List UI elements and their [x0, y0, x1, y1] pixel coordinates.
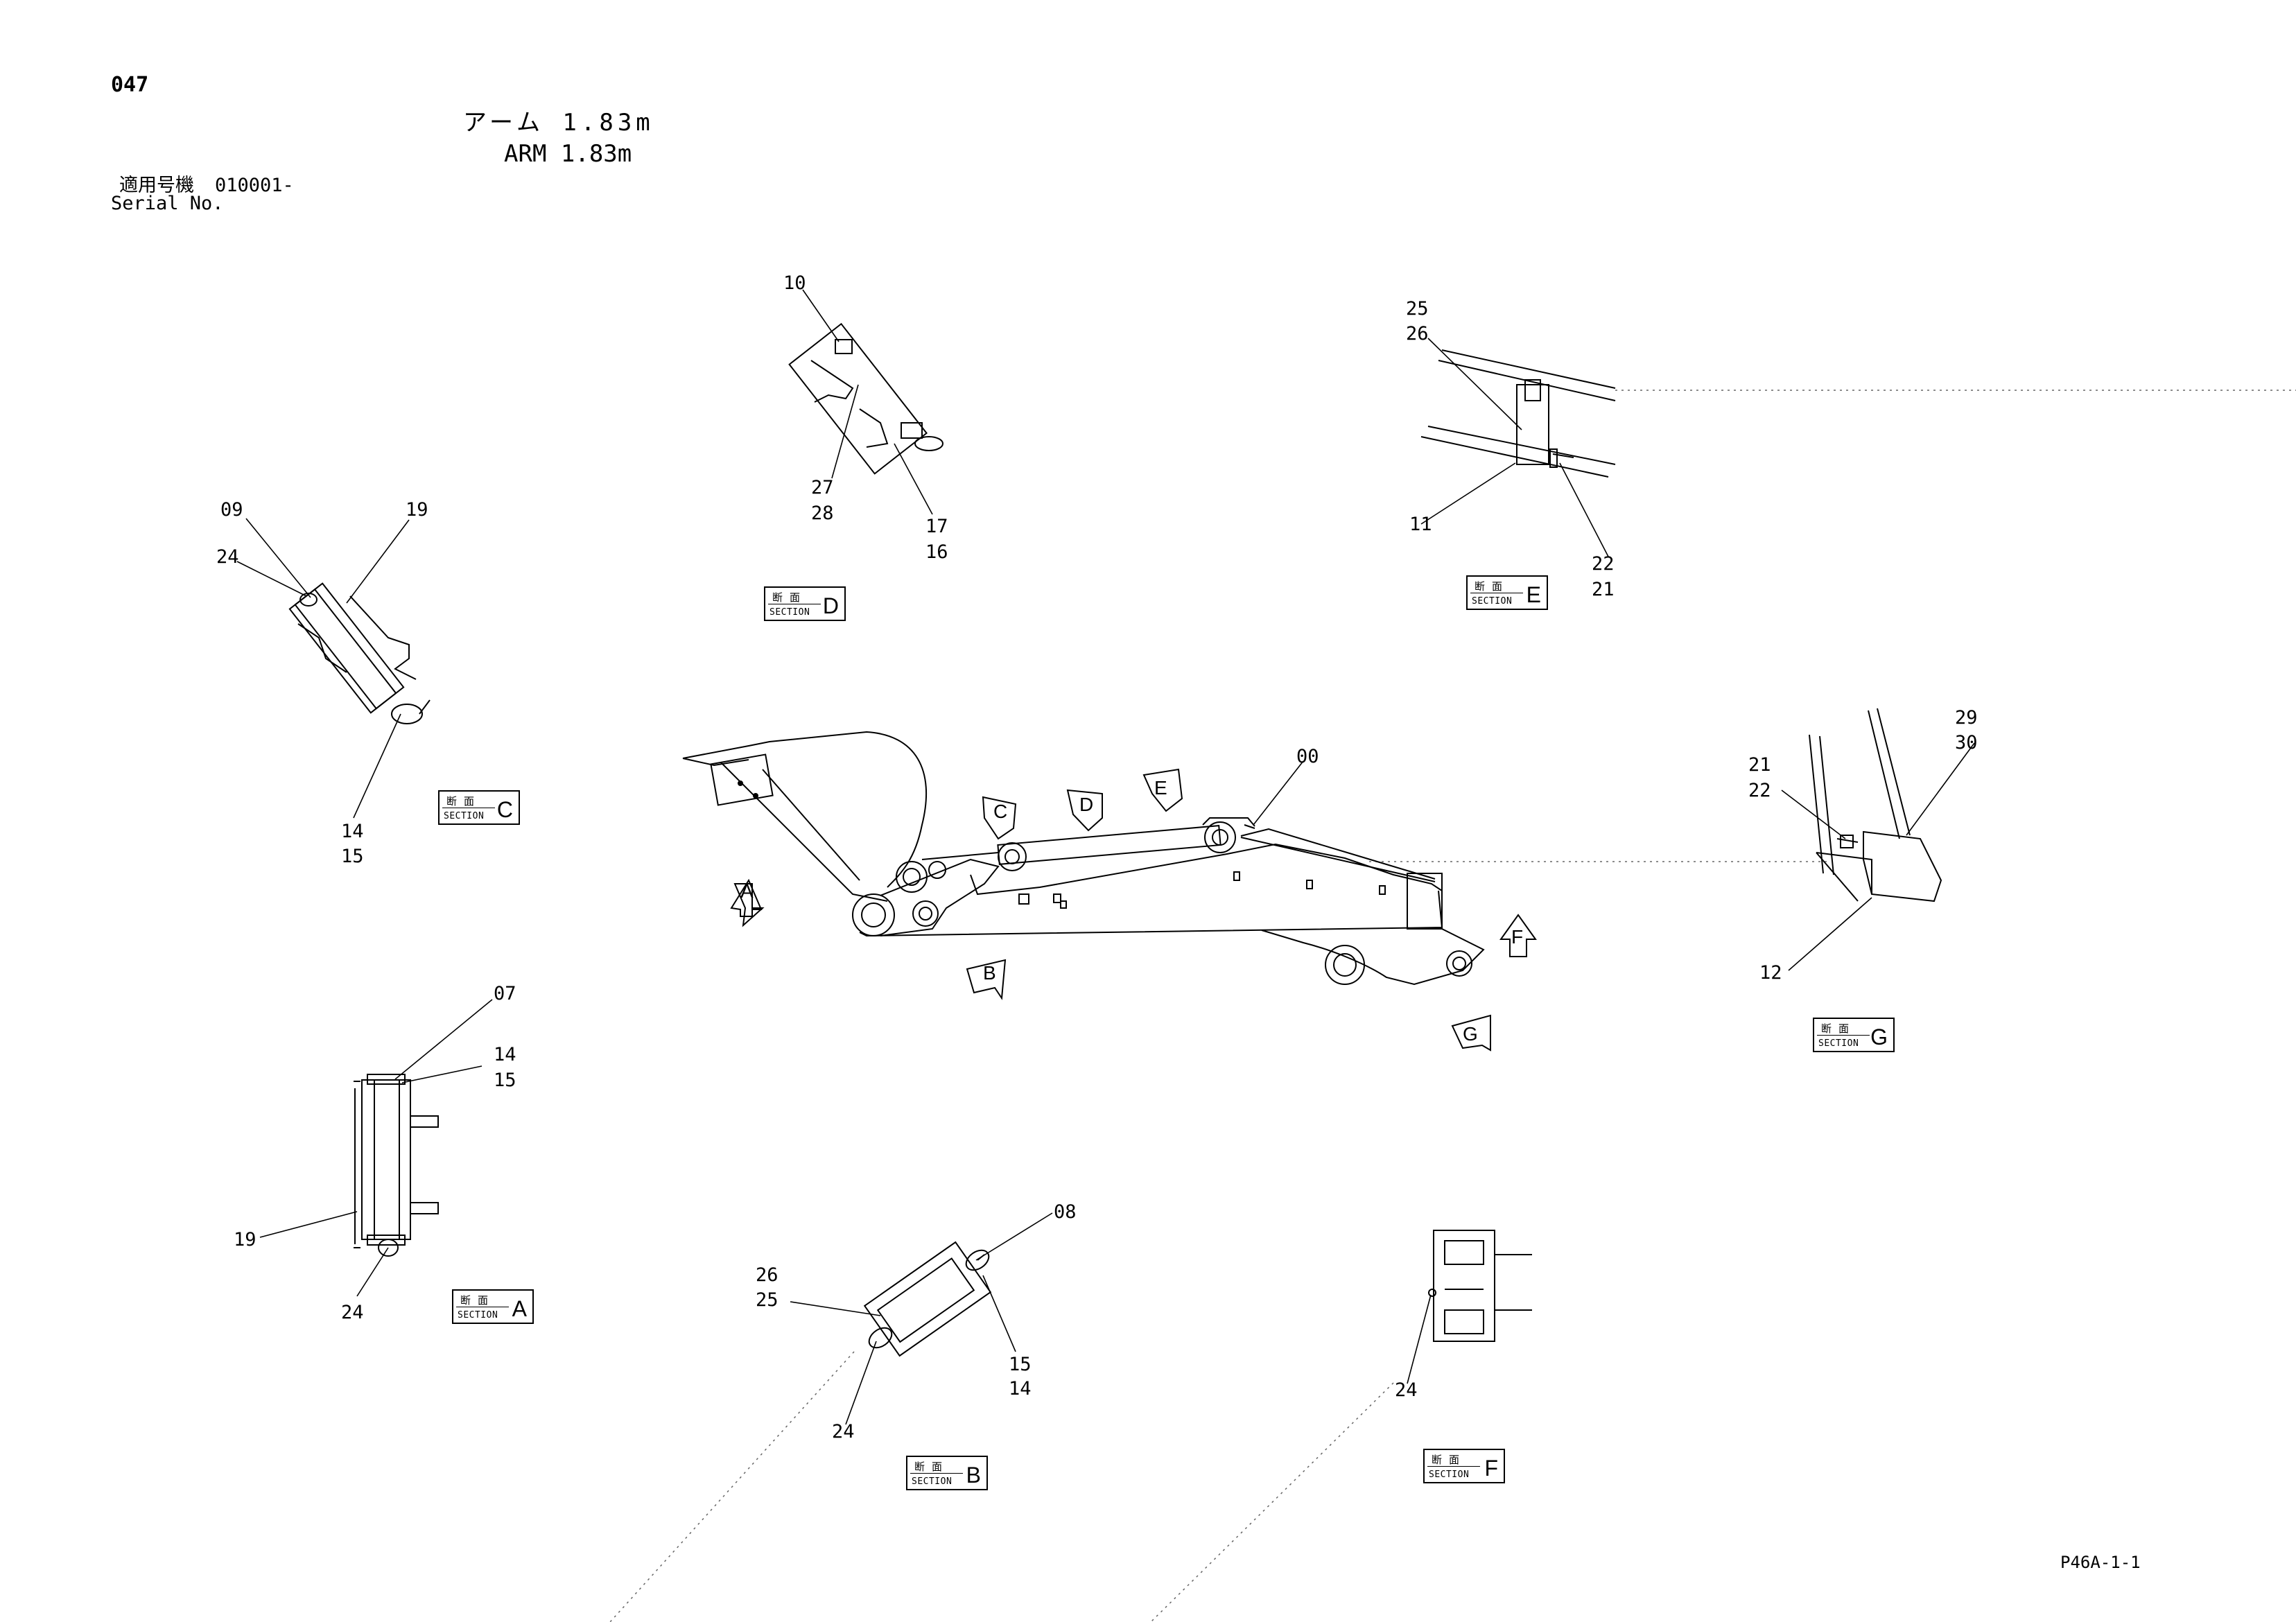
page-number: 047 — [111, 73, 149, 97]
section-label-e: 断面 SECTION E — [1466, 575, 1548, 610]
part-callout: 21 — [1592, 579, 1615, 600]
serial-label-english: Serial No. — [111, 193, 224, 214]
view-arrow-b — [966, 959, 1007, 1000]
view-arrow-letter-e: E — [1154, 777, 1167, 799]
part-callout: 11 — [1409, 514, 1432, 535]
part-callout: 21 — [1748, 754, 1771, 776]
part-callout: 19 — [406, 499, 428, 521]
part-callout: 25 — [1406, 298, 1429, 320]
section-label-en: SECTION — [444, 811, 485, 821]
part-callout: 27 — [811, 477, 834, 498]
leader-lines — [236, 289, 1975, 1425]
projection-lines — [609, 390, 2296, 1622]
part-callout: 15 — [494, 1070, 516, 1091]
section-letter: D — [822, 593, 839, 618]
section-label-en: SECTION — [769, 607, 810, 618]
part-callout: 16 — [925, 541, 948, 563]
view-arrow-e — [1142, 768, 1183, 812]
view-arrow-letter-g: G — [1463, 1023, 1478, 1045]
section-c-drawing — [288, 582, 430, 724]
part-callout: 22 — [1592, 553, 1615, 575]
part-callout: 26 — [756, 1264, 779, 1286]
section-label-a: 断面 SECTION A — [452, 1289, 534, 1324]
section-letter: G — [1870, 1024, 1888, 1049]
part-callout: 19 — [234, 1229, 256, 1250]
view-arrow-letter-b: B — [983, 962, 996, 984]
section-label-jp: 断面 — [446, 795, 482, 808]
part-callout: 14 — [494, 1044, 516, 1065]
drawing-code: P46A-1-1 — [2060, 1553, 2141, 1572]
section-label-g: 断面 SECTION G — [1813, 1018, 1895, 1052]
part-callout: 24 — [341, 1302, 364, 1323]
section-label-en: SECTION — [458, 1310, 498, 1320]
view-arrow-c — [982, 796, 1017, 840]
section-label-jp: 断面 — [914, 1460, 950, 1473]
section-b-drawing — [863, 1241, 992, 1357]
part-callout: 24 — [216, 546, 239, 568]
part-callout: 15 — [341, 846, 364, 867]
part-callout: 25 — [756, 1289, 779, 1311]
part-callout: 12 — [1759, 962, 1782, 984]
part-callout: 14 — [341, 821, 364, 842]
serial-label-japanese: 適用号機 — [119, 175, 194, 196]
part-callout: 24 — [832, 1421, 855, 1442]
serial-value: 010001- — [215, 175, 294, 196]
section-label-en: SECTION — [912, 1476, 953, 1487]
view-arrow-g — [1451, 1014, 1491, 1052]
view-arrow-letter-c: C — [993, 801, 1008, 822]
part-callout: 29 — [1955, 707, 1978, 729]
view-arrow-f — [1499, 914, 1537, 957]
part-callout: 00 — [1296, 746, 1319, 767]
section-label-jp: 断面 — [460, 1294, 496, 1307]
section-e-drawing — [1420, 349, 1616, 478]
part-callout: 14 — [1009, 1378, 1032, 1399]
view-arrow-a — [733, 883, 765, 927]
section-f-drawing — [1428, 1230, 1532, 1342]
section-a-drawing — [354, 1074, 439, 1257]
view-arrow-letter-d: D — [1079, 794, 1094, 815]
section-d-drawing — [788, 322, 943, 475]
title-english: ARM 1.83m — [504, 140, 632, 168]
part-callout: 26 — [1406, 323, 1429, 345]
section-label-d: 断面 SECTION D — [764, 586, 846, 621]
section-label-en: SECTION — [1472, 596, 1513, 607]
part-callout: 15 — [1009, 1354, 1032, 1375]
section-letter: A — [512, 1296, 527, 1321]
section-g-drawing — [1809, 708, 1942, 902]
section-label-en: SECTION — [1429, 1470, 1470, 1480]
section-label-jp: 断面 — [1432, 1454, 1467, 1466]
section-label-en: SECTION — [1818, 1038, 1859, 1049]
section-label-jp: 断面 — [1821, 1022, 1856, 1035]
view-arrow-d — [1066, 789, 1103, 832]
section-label-c: 断面 SECTION C — [438, 790, 520, 825]
part-callout: 28 — [811, 503, 834, 524]
section-label-b: 断面 SECTION B — [906, 1456, 988, 1490]
section-letter: C — [496, 797, 513, 822]
part-callout: 30 — [1955, 732, 1978, 753]
title-japanese: アーム 1.83m — [463, 109, 654, 137]
section-label-jp: 断面 — [772, 591, 808, 604]
section-label-f: 断面 SECTION F — [1423, 1449, 1505, 1483]
arm-main-assembly — [682, 731, 1485, 986]
part-callout: 17 — [925, 516, 948, 537]
part-callout: 09 — [220, 499, 243, 521]
part-callout: 24 — [1395, 1379, 1418, 1401]
section-letter: B — [966, 1463, 981, 1488]
section-letter: E — [1526, 582, 1541, 607]
view-arrow-letter-a: A — [740, 880, 754, 902]
view-arrow-letter-f: F — [1511, 926, 1524, 948]
part-callout: 08 — [1054, 1201, 1077, 1223]
part-callout: 10 — [783, 272, 806, 294]
view-arrows — [730, 768, 1537, 1052]
part-callout: 07 — [494, 983, 516, 1004]
section-letter: F — [1484, 1456, 1498, 1481]
section-label-jp: 断面 — [1475, 580, 1510, 593]
part-callout: 22 — [1748, 780, 1771, 801]
